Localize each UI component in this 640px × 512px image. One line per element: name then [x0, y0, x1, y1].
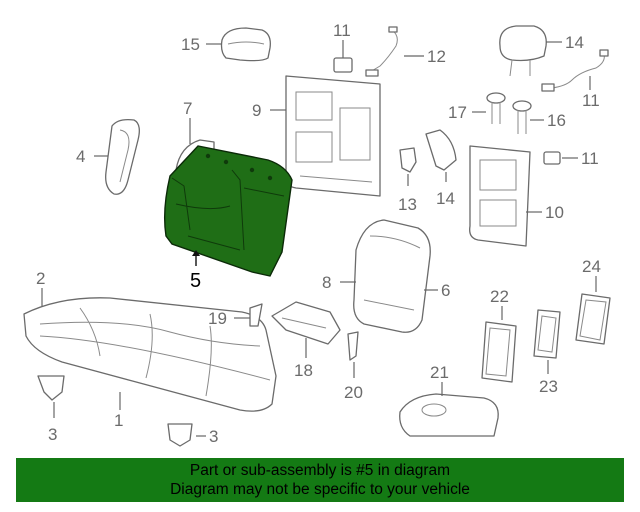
part-4-side-bolster	[94, 118, 140, 195]
callout-4: 4	[76, 147, 85, 166]
part-21-clip	[234, 303, 263, 327]
parts-diagram: 15 11 12 14 11 9	[23, 21, 611, 447]
part-12-cable	[365, 26, 424, 77]
callout-11-right: 11	[581, 149, 599, 168]
callout-25: 23	[539, 377, 558, 396]
callout-9: 9	[252, 101, 261, 120]
callout-1: 1	[114, 411, 123, 430]
callout-7: 7	[183, 99, 192, 118]
part-3-hook-right	[167, 423, 206, 447]
callout-6: 6	[441, 281, 450, 300]
part-18-guide	[512, 100, 544, 134]
part-15-hook	[425, 129, 457, 182]
banner-line-2: Diagram may not be specific to your vehi…	[170, 481, 470, 498]
part-20-bracket	[271, 301, 341, 358]
part-14-bracket	[399, 147, 417, 186]
part-11-clip-right	[543, 151, 578, 165]
callout-2: 2	[36, 269, 45, 288]
callout-3-right: 3	[209, 427, 218, 446]
callout-17: 15	[181, 35, 200, 54]
part-24-panel	[481, 306, 517, 383]
part-25-panel	[533, 309, 561, 374]
callout-11-top: 11	[333, 21, 351, 40]
callout-23: 21	[430, 363, 449, 382]
part-6-seatback	[340, 219, 438, 333]
part-3-hook-left	[37, 375, 65, 418]
part-13-cable	[541, 49, 609, 92]
callout-22: 20	[344, 383, 363, 402]
part-19-guide	[472, 92, 506, 124]
callout-16: 14	[565, 33, 584, 52]
callout-20: 18	[294, 361, 313, 380]
part-17-headrest	[206, 27, 271, 62]
part-26-panel	[575, 276, 611, 345]
part-1-seat-cushion	[23, 288, 277, 412]
callout-13: 11	[582, 91, 600, 110]
part-10-frame	[469, 145, 542, 247]
disclaimer-banner: Part or sub-assembly is #5 in diagram Di…	[16, 458, 624, 502]
callout-8: 8	[322, 273, 331, 292]
callout-5: 5	[190, 270, 201, 292]
part-9-frame	[270, 75, 381, 197]
callout-19: 17	[448, 103, 467, 122]
part-22-hook	[347, 331, 359, 378]
callout-14: 13	[398, 195, 417, 214]
callout-3-left: 3	[48, 425, 57, 444]
part-16-headrest	[499, 25, 562, 77]
callout-10: 10	[545, 203, 564, 222]
callout-12: 12	[427, 47, 446, 66]
banner-line-1: Part or sub-assembly is #5 in diagram	[189, 462, 451, 479]
part-5-seatback-cover	[163, 145, 293, 277]
part-23-armrest	[399, 382, 499, 437]
callout-21: 19	[208, 309, 227, 328]
callout-26: 24	[582, 257, 601, 276]
callout-15: 14	[436, 189, 455, 208]
callout-18: 16	[547, 111, 566, 130]
part-11-clip-top	[333, 40, 353, 73]
callout-24: 22	[490, 287, 509, 306]
